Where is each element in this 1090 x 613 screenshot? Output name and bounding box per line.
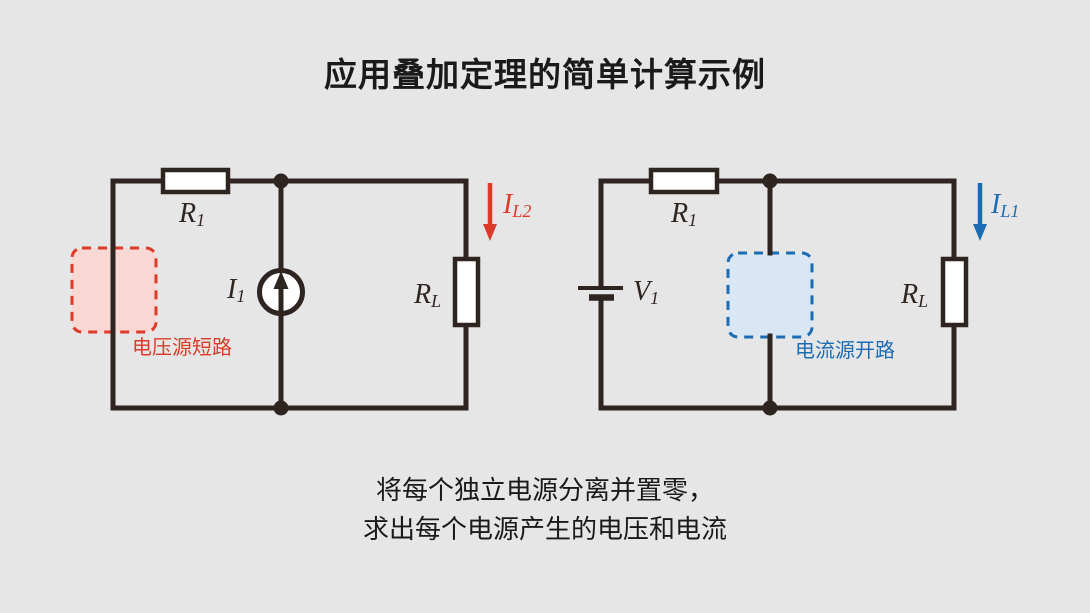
right-circuit	[578, 167, 987, 416]
current-source-arrow-up-icon	[273, 271, 289, 311]
left-bottom-junction-dot	[273, 400, 289, 416]
left-rl-resistor-symbol	[452, 256, 481, 328]
current-source-open-note: 电流源开路	[795, 340, 895, 362]
left-r1-resistor-symbol	[160, 167, 231, 195]
il1-arrow-down-icon	[973, 183, 987, 241]
current-source-label: I1	[227, 274, 246, 306]
current-source-open-highlight-box	[726, 251, 814, 339]
voltage-source-label: V1	[633, 276, 660, 308]
il2-current-label: IL2	[503, 189, 532, 221]
il1-current-label: IL1	[991, 189, 1020, 221]
caption: 将每个独立电源分离并置零， 求出每个电源产生的电压和电流	[0, 471, 1090, 549]
right-rl-resistor-symbol	[940, 256, 969, 328]
voltage-source-short-note: 电压源短路	[132, 337, 232, 359]
left-rl-label: RL	[414, 279, 442, 311]
right-bottom-junction-dot	[762, 400, 778, 416]
right-r1-label: R1	[671, 198, 698, 230]
left-top-junction-dot	[273, 173, 289, 189]
caption-line-1: 将每个独立电源分离并置零，	[375, 475, 714, 505]
right-rl-label: RL	[901, 279, 929, 311]
caption-line-2: 求出每个电源产生的电压和电流	[362, 514, 727, 544]
il2-arrow-down-icon	[483, 183, 497, 241]
page-title: 应用叠加定理的简单计算示例	[324, 56, 766, 93]
right-top-junction-dot	[762, 173, 778, 189]
left-r1-label: R1	[179, 198, 206, 230]
left-circuit	[70, 167, 497, 416]
battery-cell-icon	[578, 286, 623, 301]
right-r1-resistor-symbol	[648, 167, 720, 195]
